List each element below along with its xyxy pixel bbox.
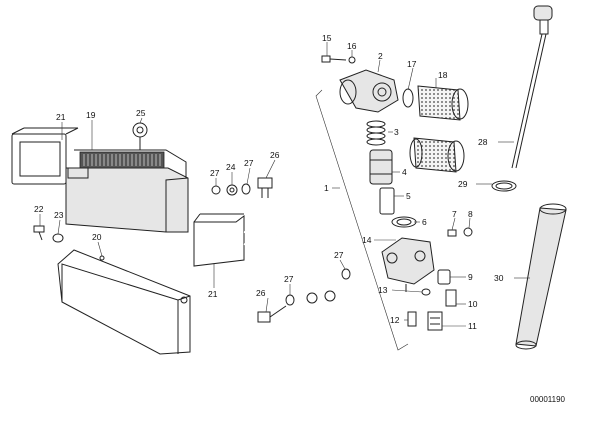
dipstick-part-28 (511, 5, 553, 169)
washer-part-23 (52, 233, 64, 243)
cover-part-21-lower (193, 213, 245, 267)
seal-ring-part-29 (491, 180, 517, 192)
spring-part-3 (366, 120, 386, 146)
callout-15: 15 (322, 33, 332, 43)
callout-6: 6 (422, 217, 427, 227)
callout-26-upper: 26 (270, 150, 280, 160)
bolt-part-11 (427, 311, 443, 331)
thermostat-part-4 (369, 149, 393, 185)
callout-5: 5 (406, 191, 411, 201)
callout-14: 14 (362, 235, 372, 245)
callout-27-lower-left: 27 (284, 274, 294, 284)
callout-22: 22 (34, 204, 44, 214)
callout-28: 28 (478, 137, 488, 147)
oil-cooler-part-19 (65, 149, 189, 233)
callout-11: 11 (468, 321, 477, 331)
screw-part-7 (447, 229, 457, 237)
fittings-parts-24-26-27 (211, 177, 273, 198)
valve-body-part-14 (381, 237, 435, 292)
callout-26-lower: 26 (256, 288, 266, 298)
callout-1: 1 (324, 183, 329, 193)
callout-19: 19 (86, 110, 96, 120)
tube-part-30 (515, 203, 567, 350)
callout-21-upper: 21 (56, 112, 66, 122)
callout-23: 23 (54, 210, 64, 220)
callout-16: 16 (347, 41, 357, 51)
callout-17: 17 (407, 59, 417, 69)
pin-part-12 (407, 311, 417, 327)
callout-18: 18 (438, 70, 448, 80)
filter-element-part-18 (409, 85, 469, 173)
assembly-bracket-1 (315, 89, 409, 351)
oil-hoses (243, 231, 336, 304)
sleeve-part-5 (379, 187, 395, 215)
bolt-part-22 (33, 225, 45, 241)
callout-29: 29 (458, 179, 468, 189)
callout-13: 13 (378, 285, 388, 295)
callout-30: 30 (494, 273, 504, 283)
washer-part-16 (348, 56, 356, 64)
callout-labels: 15 16 2 17 18 3 4 5 6 14 7 8 9 10 11 12 … (34, 33, 566, 404)
seal-ring-part-17 (402, 88, 414, 108)
drawing-number: 00001190 (530, 395, 566, 404)
callout-27-lower-right: 27 (334, 250, 344, 260)
washer-part-8 (463, 227, 473, 237)
callout-9: 9 (468, 272, 473, 282)
callout-leaders (39, 42, 530, 327)
callout-12: 12 (390, 315, 400, 325)
housing-cover-part-2 (339, 69, 399, 113)
plug-part-9 (437, 269, 451, 285)
screw-part-10 (445, 289, 457, 307)
washers-parts-27 (285, 268, 351, 306)
callout-8: 8 (468, 209, 473, 219)
callout-3: 3 (394, 127, 399, 137)
callout-24: 24 (226, 162, 236, 172)
callout-27-upper-right: 27 (244, 158, 254, 168)
cover-part-21-upper (11, 127, 79, 185)
callout-10: 10 (468, 299, 478, 309)
callout-4: 4 (402, 167, 407, 177)
callout-27-upper-left: 27 (210, 168, 220, 178)
callout-2: 2 (378, 51, 383, 61)
washer-part-13 (421, 288, 431, 296)
banjo-bolt-part-26 (257, 305, 287, 323)
fitting-part-25 (132, 122, 148, 150)
o-ring-part-6 (391, 216, 417, 228)
callout-20: 20 (92, 232, 102, 242)
bolt-part-15 (321, 55, 347, 63)
callout-21-lower: 21 (208, 289, 218, 299)
callout-25: 25 (136, 108, 146, 118)
callout-7: 7 (452, 209, 457, 219)
tray-part-20 (57, 249, 191, 355)
